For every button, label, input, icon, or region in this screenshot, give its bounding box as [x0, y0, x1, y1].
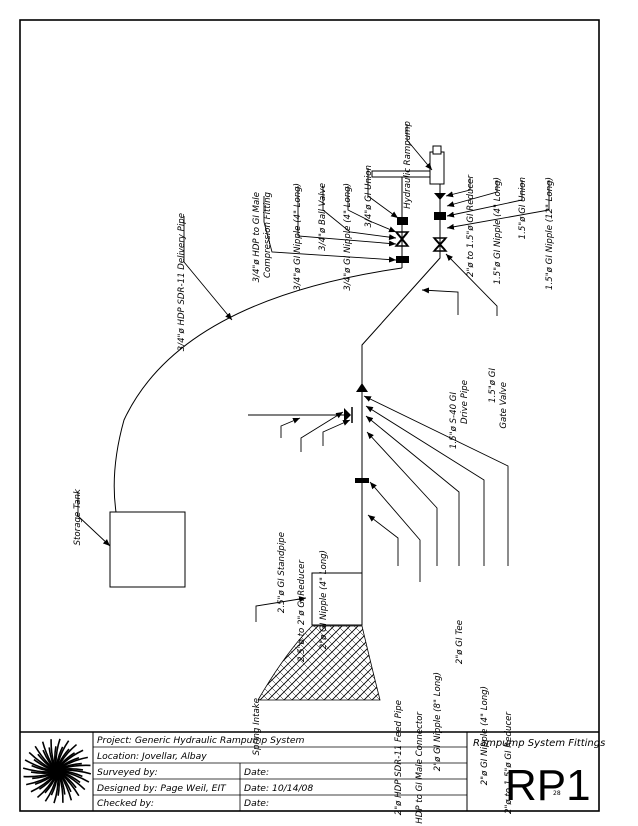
delivery-pipe	[113, 267, 403, 513]
label-standpipe: 2.5"ø GI Standpipe	[277, 532, 287, 613]
label-gate-valve-2: Gate Valve	[499, 382, 509, 429]
union-34-fitting	[397, 217, 408, 225]
label-storage-tank: Storage Tank	[73, 488, 83, 545]
tb-date-3: Date:	[244, 798, 269, 809]
label-spring-intake: Spring Intake	[252, 698, 262, 755]
tb-checked: Checked by:	[97, 798, 154, 809]
company-logo	[22, 738, 92, 804]
gi-tee-fitting	[356, 383, 368, 392]
label-gi-nipple-2b: 2"ø GI Nipple (4" Long)	[480, 686, 490, 785]
label-hdp-compression-1: 3/4"ø HDP to GI Male	[252, 192, 262, 282]
gate-valve-body	[434, 238, 446, 251]
male-connector-fitting	[355, 478, 369, 483]
tb-surveyed: Surveyed by:	[97, 767, 158, 778]
label-gi-nipple-34: 3/4"ø GI Nipple (4" Long)	[293, 183, 303, 291]
label-reducer-2-15b: 2"ø to 1.5"ø GI Reducer	[504, 712, 514, 814]
label-gi-nipple-2-8: 2"ø GI Nipple (8" Long)	[433, 672, 443, 771]
label-gi-nipple-15: 1.5"ø GI Nipple (4" Long)	[493, 177, 503, 284]
compression-fitting	[396, 256, 409, 263]
tb-date-1: Date:	[244, 767, 269, 778]
title-block	[20, 731, 599, 811]
label-gi-union-15: 1.5"ø GI Union	[518, 177, 528, 239]
ball-valve-body	[396, 232, 408, 246]
reducer-25-2-fitting	[344, 408, 351, 422]
union-15-fitting	[434, 212, 446, 220]
label-gi-nipple-2: 2"ø GI Nipple (4" Long)	[319, 550, 329, 649]
label-gate-valve-1: 1.5"ø GI	[488, 368, 498, 403]
label-reducer-25-2: 2.5"ø to 2"ø GI Reducer	[297, 560, 307, 662]
label-gi-union-34: 3/4"ø GI Union	[364, 165, 374, 228]
label-ball-valve: 3/4"ø Ball Valve	[318, 183, 328, 251]
tb-sheet-title: Rampump System Fittings	[473, 738, 605, 749]
rampump-top	[432, 145, 442, 155]
tb-location: Location: Jovellar, Albay	[97, 751, 207, 762]
label-gi-nipple-15-12: 1.5"ø GI Nipple (12" Long)	[545, 177, 555, 290]
label-reducer-2-15: 2"ø to 1.5"ø GI Reducer	[466, 175, 476, 277]
label-hdp-compression-2: Compression Fitting	[263, 191, 273, 278]
label-gi-nipple-34b: 3/4"ø GI Nipple (4" Long)	[343, 183, 353, 291]
tb-date-2: Date: 10/14/08	[244, 783, 313, 794]
spring-intake-box	[311, 572, 363, 626]
label-drive-pipe-1: 1.5"ø S-40 GI	[449, 392, 459, 449]
storage-tank	[109, 511, 186, 588]
tb-designed: Designed by: Page Weil, EIT	[97, 783, 227, 794]
tb-page-number: 28	[553, 790, 561, 797]
label-hdp-male-connector: 2"ø HDP to GI Male Connector	[415, 712, 425, 826]
label-feed-pipe: 2"ø HDP SDR-11 Feed Pipe	[394, 700, 404, 815]
rampump-body	[429, 151, 445, 185]
sheet-border	[19, 19, 600, 812]
leader-lines	[77, 124, 550, 622]
spring-intake-hillside	[257, 625, 381, 701]
label-delivery-pipe: 3/4"ø HDP SDR-11 Delivery Pipe	[177, 213, 187, 351]
tb-project: Project: Generic Hydraulic Rampump Syste…	[97, 735, 304, 746]
label-hydraulic-rampump: Hydraulic Rampump	[403, 120, 413, 208]
tb-sheet-number: RP1	[505, 761, 591, 810]
label-drive-pipe-2: Drive Pipe	[460, 380, 470, 424]
drive-pipe	[361, 212, 441, 392]
rampump-waste-valve	[371, 170, 431, 178]
label-gi-tee: 2"ø GI Tee	[455, 620, 465, 664]
